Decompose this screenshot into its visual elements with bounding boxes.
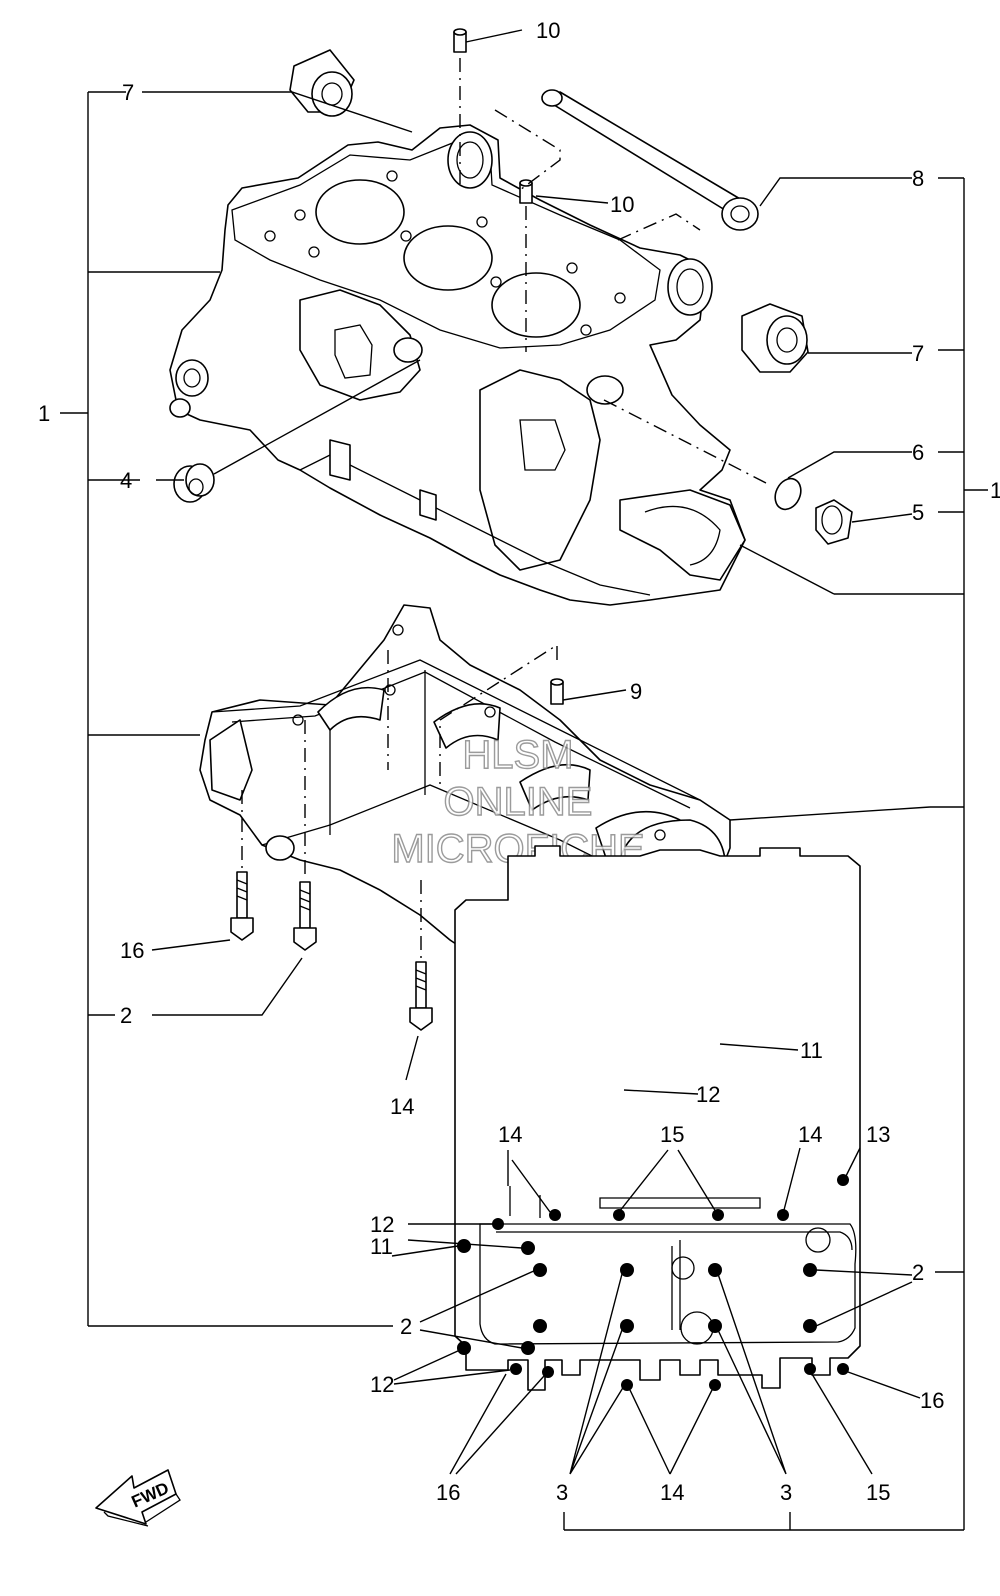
callout-16-plan-right: 16 [920,1388,944,1413]
callout-14-plan-right: 14 [798,1122,822,1147]
callout-16-plan-left: 16 [436,1480,460,1505]
callout-5: 5 [912,500,924,525]
callout-12-plan-bottom: 12 [370,1372,394,1397]
callout-6: 6 [912,440,924,465]
callout-15-bottom: 15 [866,1480,890,1505]
callout-10-top: 10 [536,18,560,43]
callout-1-left: 1 [38,401,50,426]
watermark-line-1: HLSM [462,733,573,777]
callout-1-right: 1 [990,478,1000,503]
bolt-pattern-plan-view [454,845,861,1391]
callout-14-bolt: 14 [390,1094,414,1119]
group-bracket-bottom [563,1512,791,1530]
callout-7-right: 7 [912,341,924,366]
union-fitting [815,499,853,545]
fwd-arrow-icon: FWD [95,1469,181,1527]
callout-7-top: 7 [122,80,134,105]
dowel-pin-top [453,28,467,53]
o-ring [774,477,802,511]
callout-12-plan-top: 12 [370,1212,394,1237]
bolt-16 [230,871,254,941]
upper-crankcase [169,124,746,606]
callout-3-left: 3 [556,1480,568,1505]
bolt-2 [293,881,317,951]
bolt-position-dots [457,1174,849,1391]
callout-10-mid: 10 [610,192,634,217]
callout-9: 9 [630,679,642,704]
dowel-pin-mid [519,179,533,204]
callout-8: 8 [912,166,924,191]
callout-labels: 1 1 2 2 2 3 3 4 5 6 7 7 8 9 10 10 11 11 … [38,18,1000,1505]
callout-3-right: 3 [780,1480,792,1505]
mount-sleeve [541,89,759,231]
watermark-line-2: ONLINE [444,780,593,824]
group-bracket-right [564,177,988,1531]
callout-14-plan-bottom: 14 [660,1480,684,1505]
bolt-14 [409,961,433,1031]
callout-12-bolt: 12 [696,1082,720,1107]
plug [173,463,215,503]
leader-lines [142,29,931,1475]
group-bracket-left [60,91,393,1327]
callout-4: 4 [120,468,132,493]
callout-14-plan-left: 14 [498,1122,522,1147]
mount-bushing-top [289,49,355,117]
dowel-pin-lower [550,678,564,705]
mount-bushing-right [741,303,809,373]
callout-11-plan: 11 [370,1234,393,1259]
callout-2-frame: 2 [400,1314,412,1339]
callout-11-bolt: 11 [800,1038,823,1063]
callout-13: 13 [866,1122,890,1147]
callout-16-bolt: 16 [120,938,144,963]
callout-2-left: 2 [120,1003,132,1028]
callout-2-right: 2 [912,1260,924,1285]
callout-15-top: 15 [660,1122,684,1147]
